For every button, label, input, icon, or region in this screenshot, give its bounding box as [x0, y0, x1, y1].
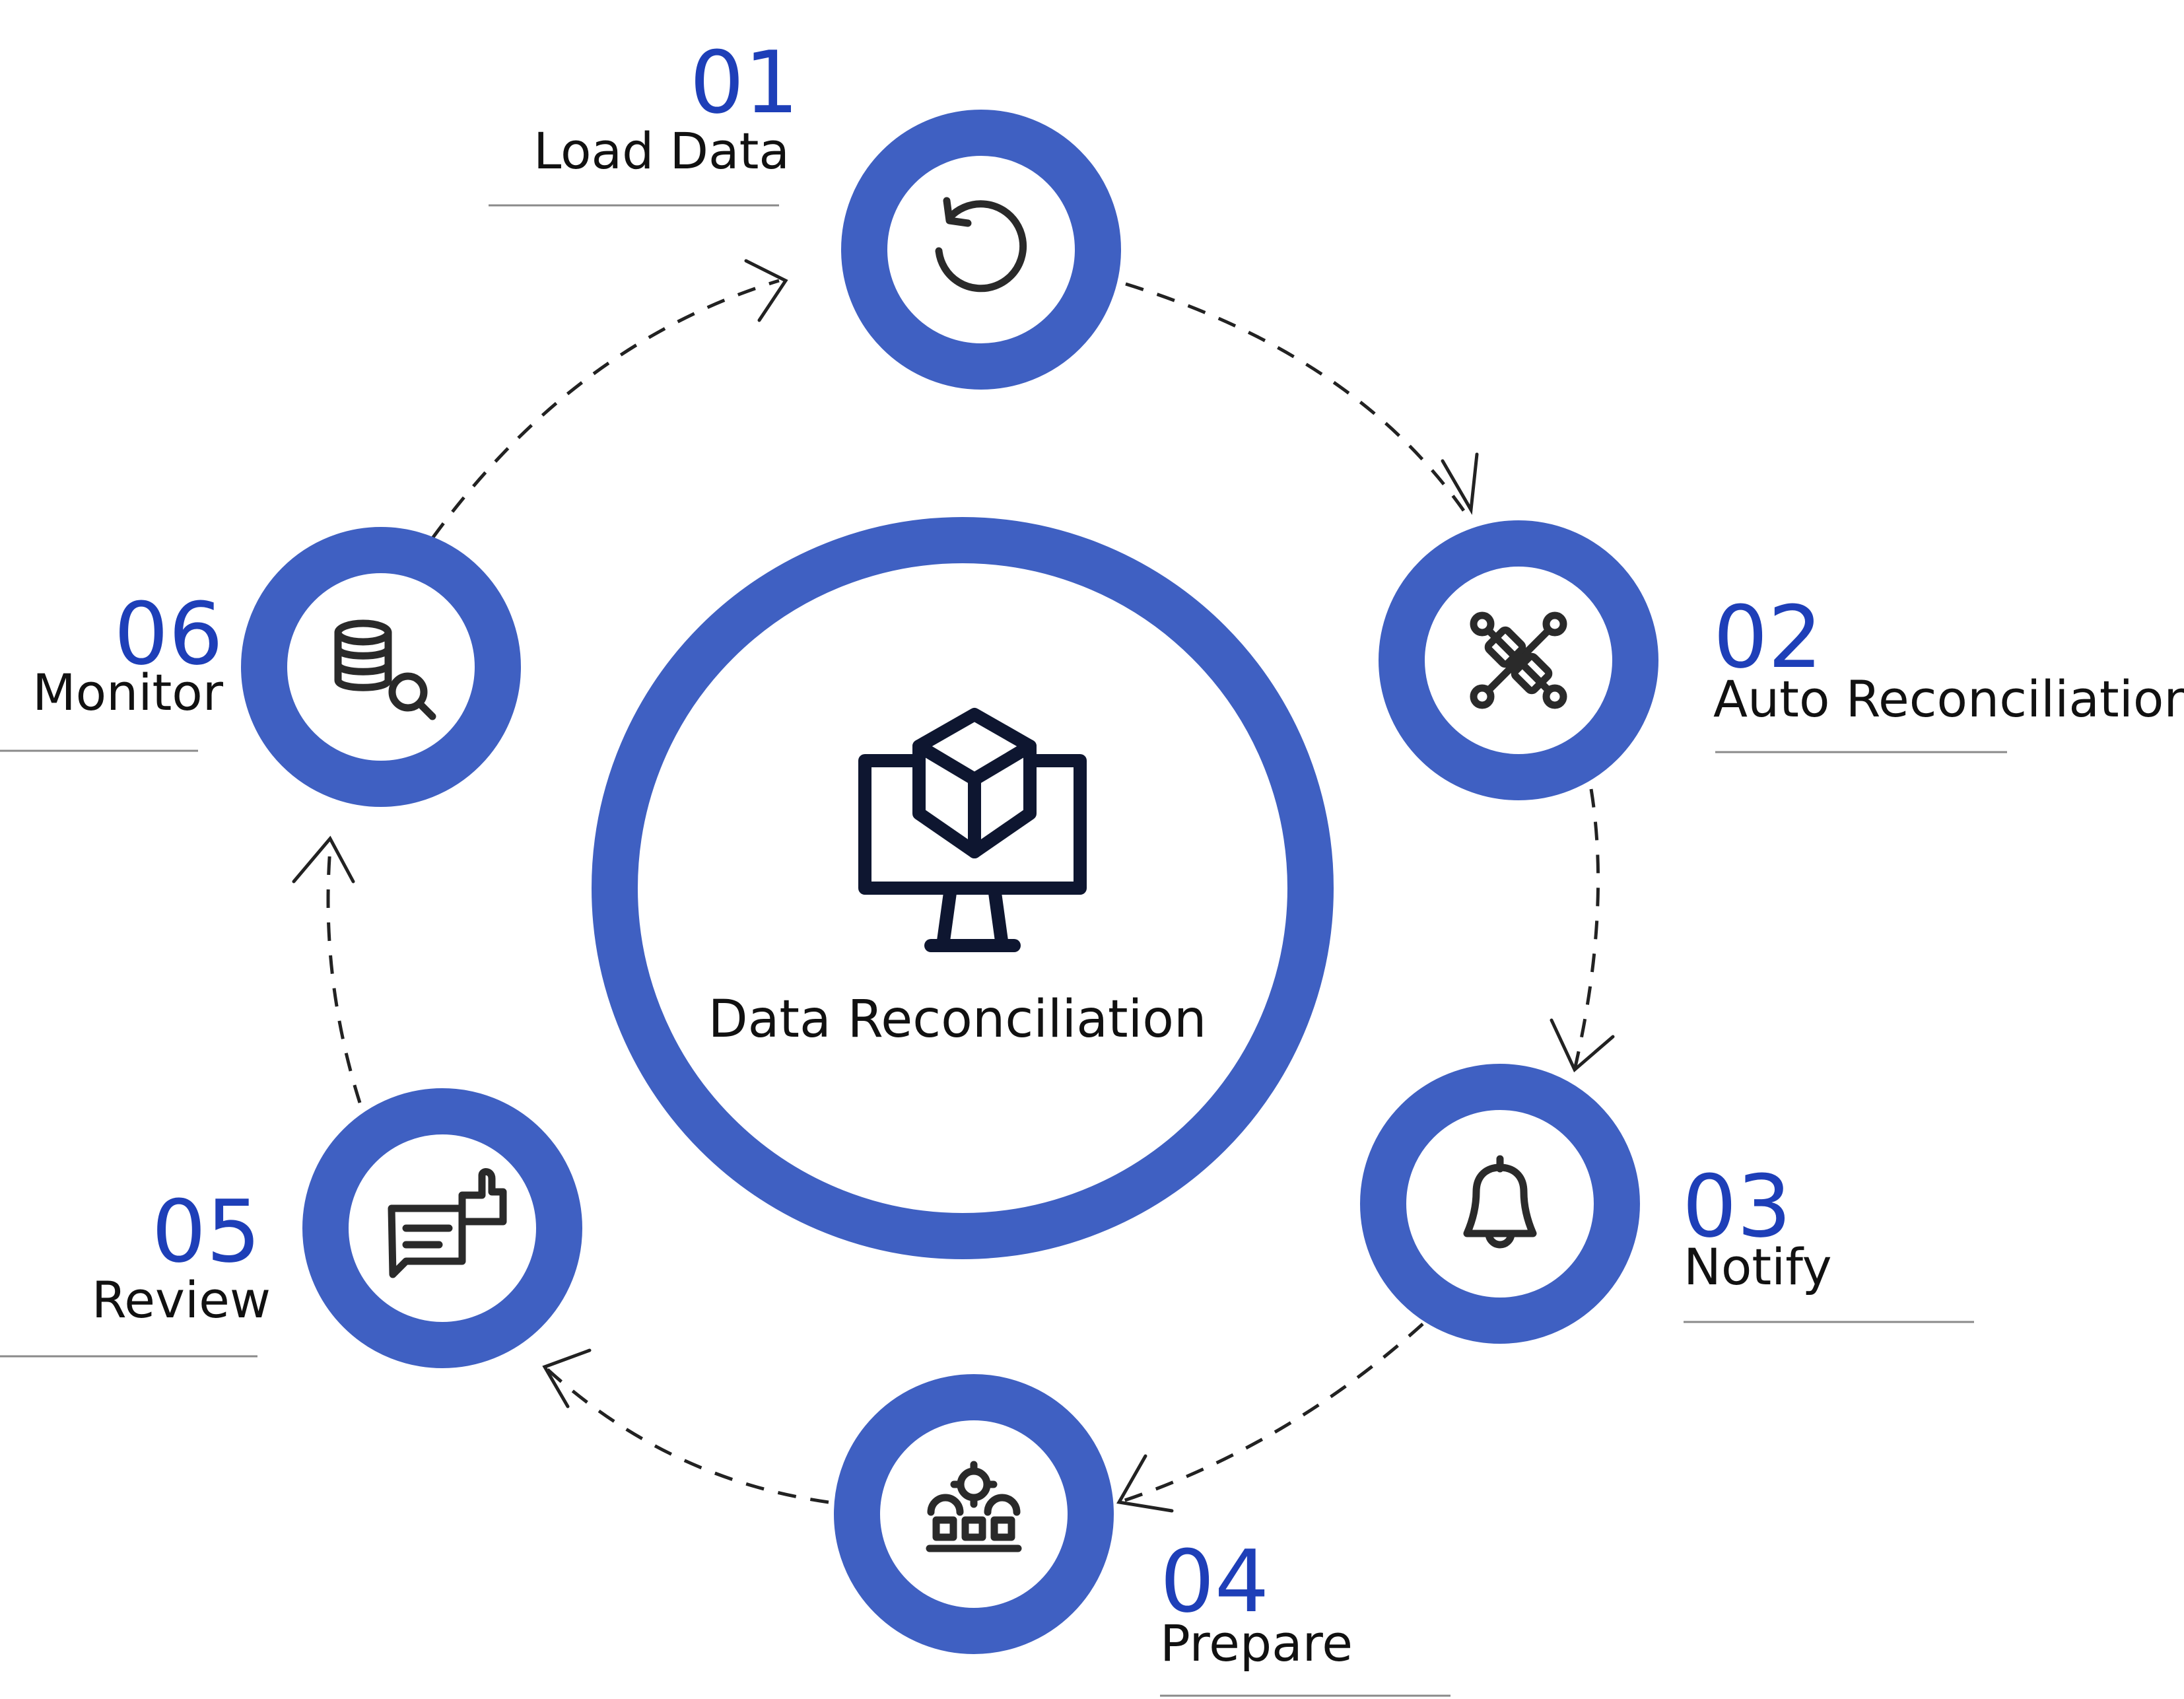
connector-02-03	[1573, 788, 1600, 1070]
database-search-icon	[334, 619, 436, 720]
arrowhead-05	[542, 1348, 592, 1408]
step-02-label: Auto Reconciliations	[1713, 670, 2184, 728]
refresh-icon	[935, 197, 1027, 293]
step-03: 03 Notify	[1360, 1064, 1974, 1344]
step-04: 04 Prepare	[834, 1374, 1450, 1697]
connector-06-01	[430, 279, 780, 539]
step-04-ring	[834, 1374, 1114, 1654]
bell-icon	[1463, 1155, 1537, 1249]
step-06: 06 Monitor	[0, 527, 521, 807]
step-06-number: 06	[114, 584, 223, 684]
step-01-ring	[841, 110, 1121, 390]
step-03-number: 03	[1682, 1156, 1791, 1257]
step-02: 02 Auto Reconciliations	[1379, 520, 2184, 800]
step-05-label: Review	[92, 1270, 271, 1329]
connector-01-02	[1125, 282, 1471, 520]
center-hub: Data Reconciliation	[592, 517, 1334, 1259]
step-01-number: 01	[690, 32, 799, 133]
step-02-number: 02	[1713, 587, 1822, 687]
assembly-line-icon	[926, 1461, 1022, 1552]
arrowhead-04	[1116, 1454, 1174, 1513]
arrowhead-06	[292, 835, 355, 884]
arrowhead-01	[744, 259, 788, 322]
step-03-ring	[1360, 1064, 1640, 1344]
arrowhead-02	[1441, 452, 1479, 515]
connector-03-04	[1118, 1323, 1424, 1504]
step-05-number: 05	[152, 1181, 261, 1282]
step-06-label: Monitor	[32, 663, 224, 722]
center-label: Data Reconciliation	[708, 990, 1207, 1049]
step-01-label: Load Data	[533, 121, 790, 180]
feedback-thumbs-up-icon	[388, 1168, 507, 1278]
connector-04-05	[543, 1366, 829, 1504]
monitor-cube-icon	[858, 708, 1087, 952]
step-01: 01 Load Data	[489, 32, 1121, 390]
step-04-label: Prepare	[1160, 1614, 1353, 1673]
step-05: 05 Review	[0, 1088, 582, 1368]
step-03-label: Notify	[1684, 1237, 1832, 1296]
connector-05-06	[326, 848, 362, 1103]
connectors	[292, 259, 1615, 1513]
step-04-number: 04	[1160, 1531, 1269, 1632]
puzzle-link-icon	[1470, 611, 1567, 709]
arrowhead-03	[1550, 1018, 1615, 1073]
